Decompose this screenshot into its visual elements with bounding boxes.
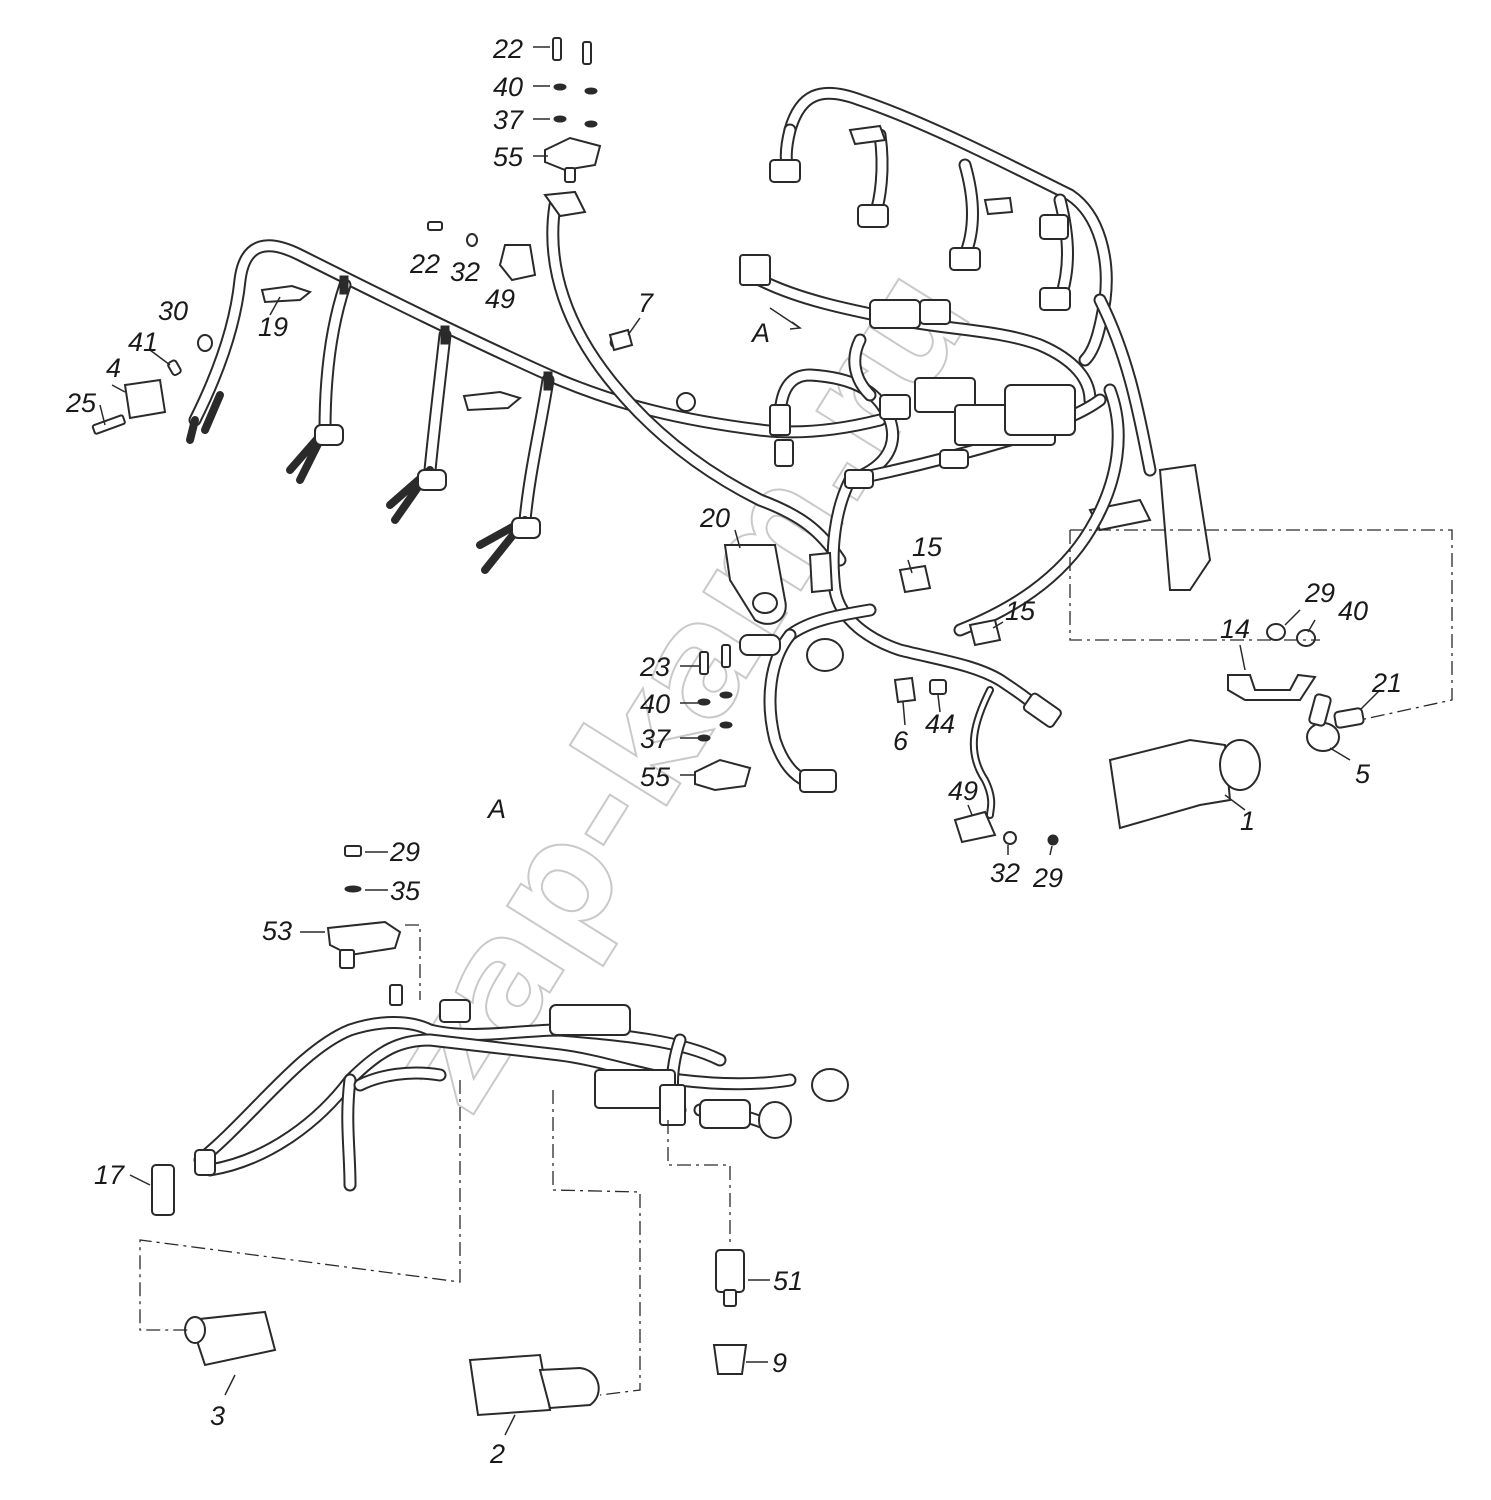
callout-5: 5 (1355, 759, 1371, 789)
sensor-51 (715, 1249, 745, 1293)
main-harness (186, 239, 887, 574)
callout-labels: 22 40 37 55 22 32 49 30 41 4 25 19 7 A 2… (65, 34, 1402, 1469)
callout-53: 53 (262, 916, 292, 946)
callout-19: 19 (258, 312, 288, 342)
callout-41: 41 (128, 327, 158, 357)
callout-29-a: 29 (389, 837, 420, 867)
adapter-9 (712, 1344, 748, 1375)
callout-40-mid: 40 (640, 689, 670, 719)
callout-21: 21 (1371, 668, 1402, 698)
connector-2 (468, 1353, 552, 1417)
callout-51: 51 (773, 1266, 803, 1296)
callout-37-top: 37 (493, 105, 524, 135)
view-marker-a: A (750, 318, 770, 348)
callout-30: 30 (158, 296, 188, 326)
plug-1 (1108, 738, 1232, 830)
callout-1: 1 (1240, 806, 1255, 836)
leader-lines (99, 46, 1381, 1436)
callout-3: 3 (210, 1401, 225, 1431)
callout-49-low: 49 (948, 776, 978, 806)
callout-17: 17 (94, 1160, 125, 1190)
callout-4: 4 (106, 353, 121, 383)
callout-15-a: 15 (912, 532, 943, 562)
view-a-title: A (486, 794, 506, 824)
callout-9: 9 (772, 1348, 787, 1378)
loose-parts (91, 37, 1365, 846)
sensor-49-low (953, 810, 997, 844)
view-a-parts (151, 845, 748, 1417)
bolt-22-b (582, 41, 592, 65)
callout-22-mid: 22 (409, 249, 440, 279)
callout-14: 14 (1220, 614, 1250, 644)
pressure-sensor-55-mid (694, 758, 752, 792)
callout-29-right: 29 (1304, 578, 1335, 608)
callout-32-mid: 32 (450, 257, 480, 287)
assembly-lines-upper (1069, 529, 1453, 721)
clamp-4 (123, 378, 167, 420)
view-a-harness (193, 984, 849, 1192)
callout-32-low: 32 (990, 858, 1020, 888)
callout-25: 25 (65, 388, 97, 418)
callout-29-low: 29 (1032, 863, 1063, 893)
assembly-lines-lower (139, 924, 731, 1396)
callout-44: 44 (925, 709, 955, 739)
sensor-lead-upper (543, 190, 847, 567)
plate-17 (151, 1164, 175, 1216)
sensor-53 (326, 920, 402, 957)
callout-2: 2 (489, 1439, 505, 1469)
terminal-5 (1306, 722, 1340, 752)
callout-15-b: 15 (1005, 596, 1036, 626)
connector-3 (188, 1310, 277, 1367)
pressure-sensor-55-top (544, 136, 602, 172)
callout-20: 20 (699, 503, 730, 533)
callout-37-mid: 37 (640, 724, 671, 754)
callout-40-right: 40 (1338, 596, 1368, 626)
bolt-22-a (552, 37, 562, 61)
callout-49-mid: 49 (485, 284, 515, 314)
callout-22-top: 22 (492, 34, 523, 64)
callout-35: 35 (390, 876, 421, 906)
sensor-49-mid (498, 244, 537, 282)
callout-23: 23 (639, 652, 670, 682)
callout-55-top: 55 (493, 142, 524, 172)
callout-55-mid: 55 (640, 762, 671, 792)
central-harness (739, 254, 1125, 819)
callout-6: 6 (893, 726, 909, 756)
callout-7: 7 (638, 288, 654, 318)
callout-40-top: 40 (493, 72, 523, 102)
bracket-14 (1227, 673, 1317, 701)
